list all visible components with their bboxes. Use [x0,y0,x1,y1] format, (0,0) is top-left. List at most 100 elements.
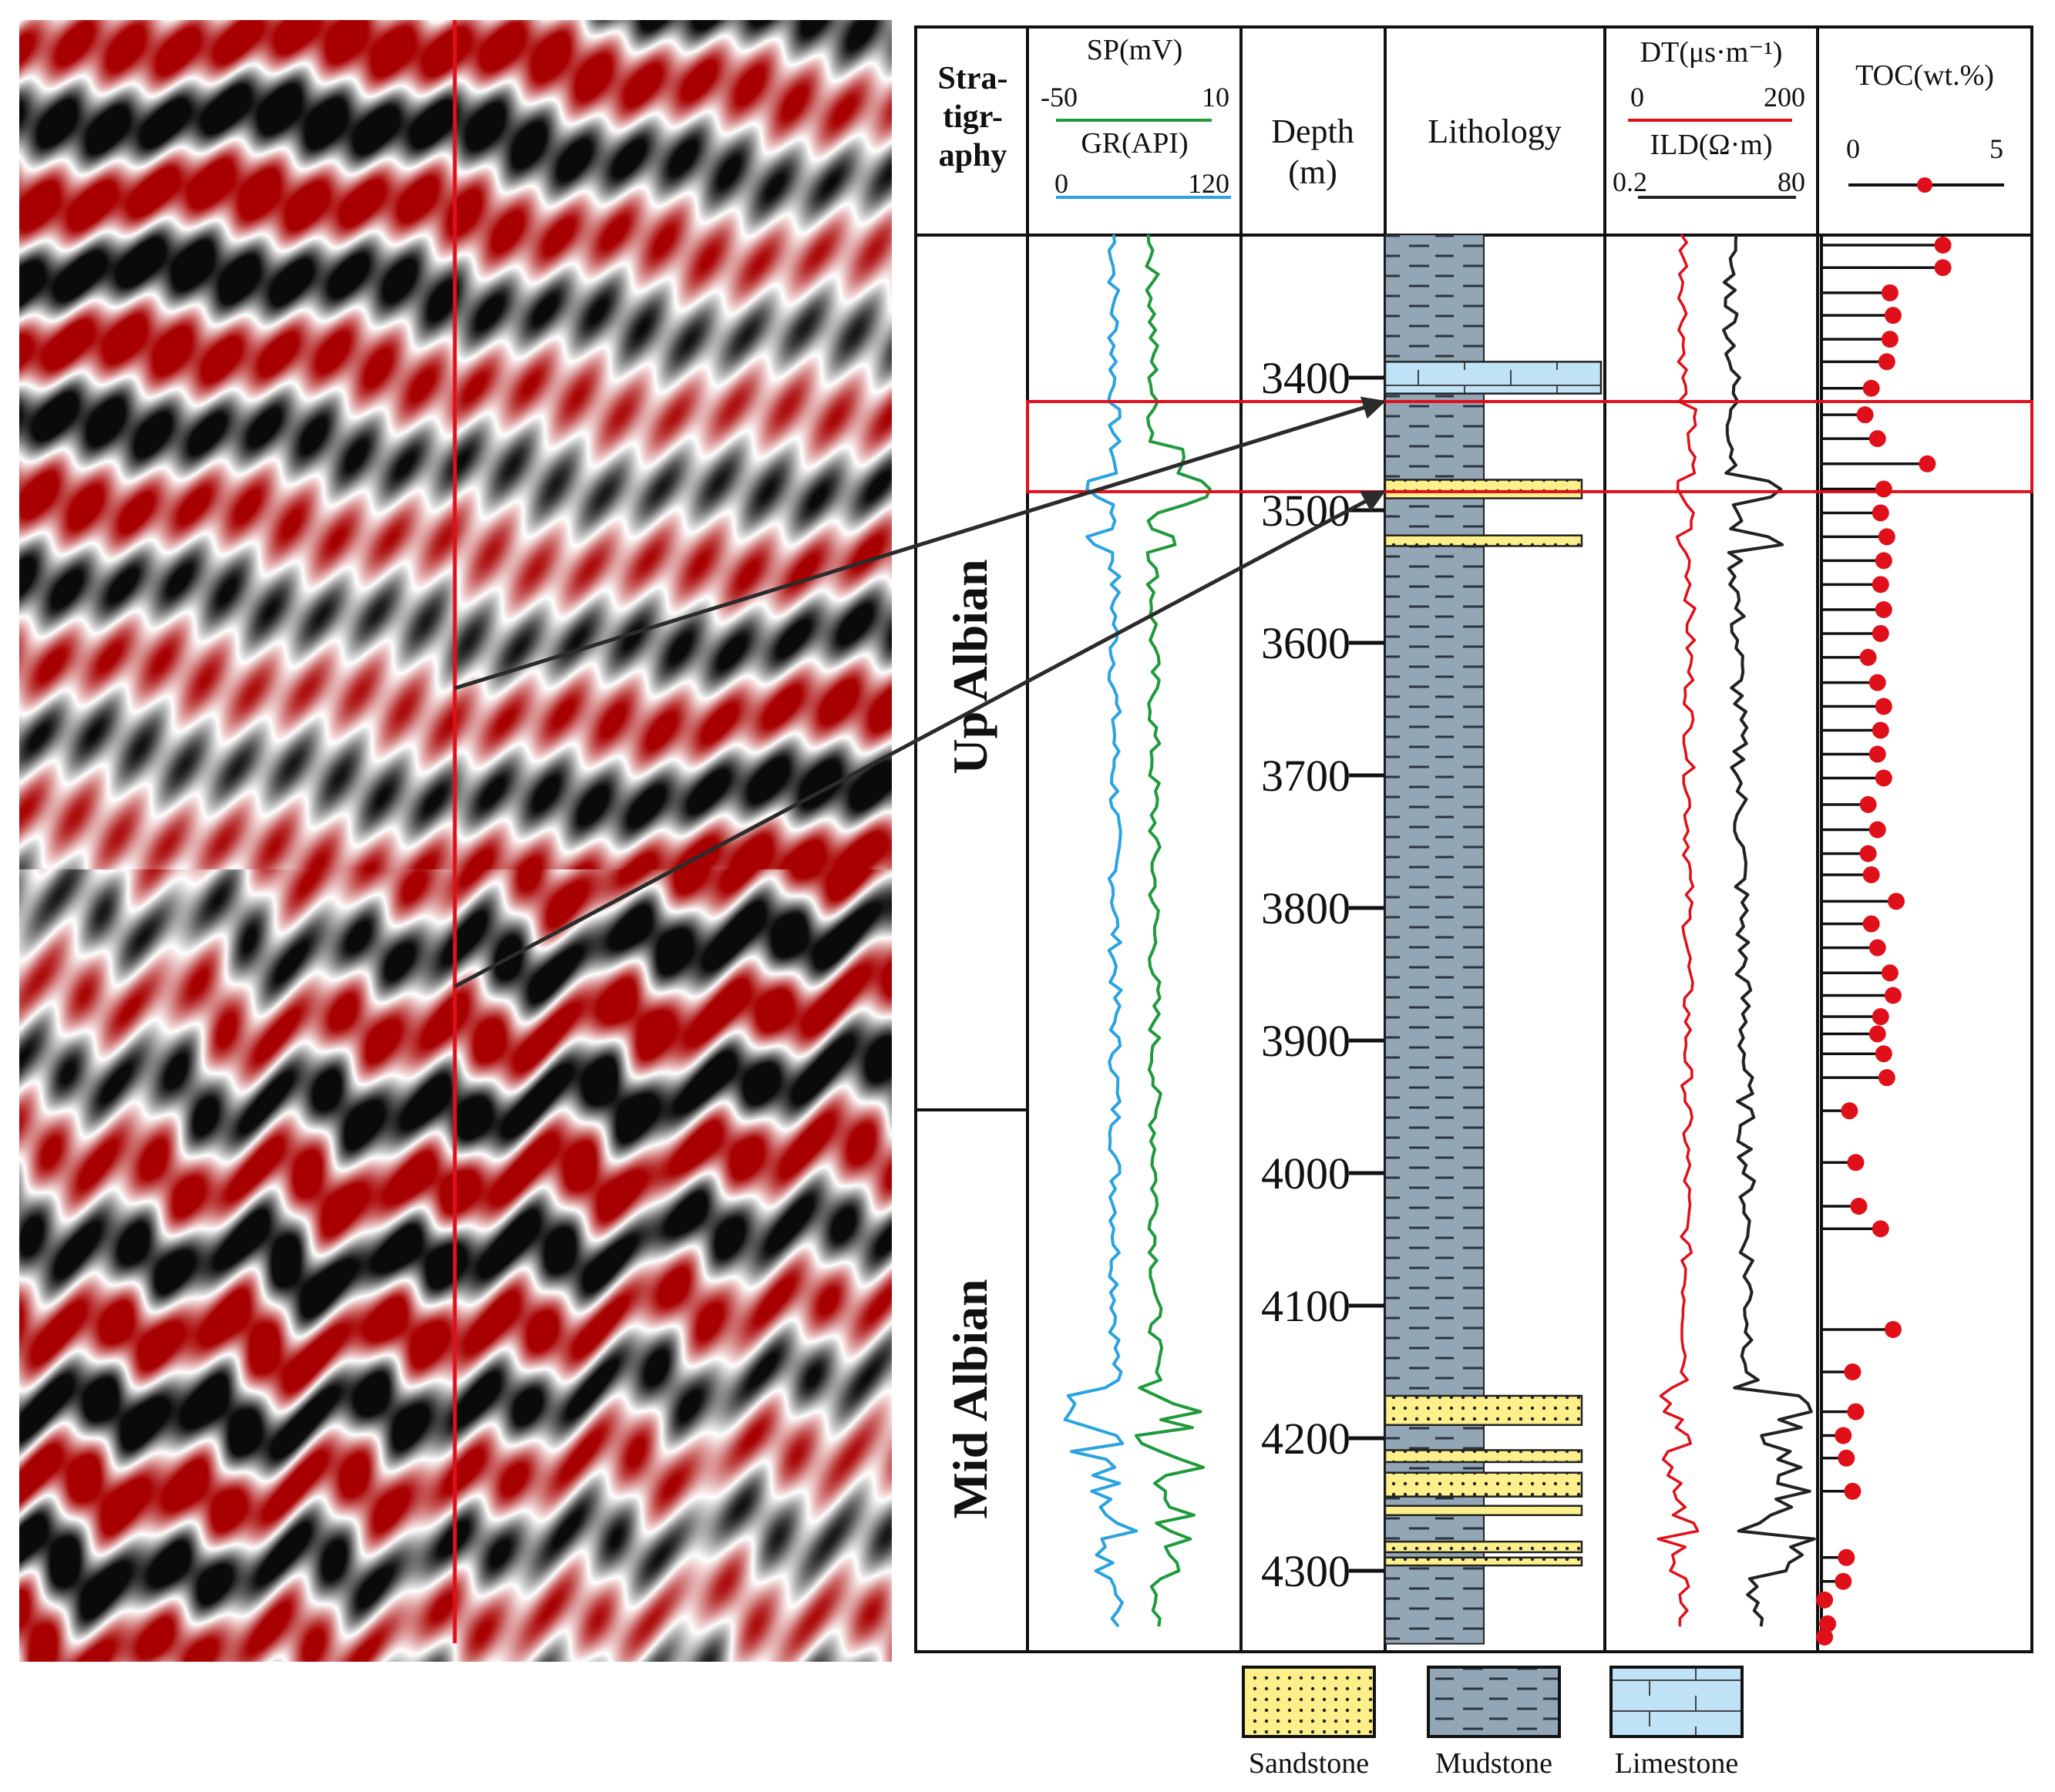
depth-tick-label: 3800 [1261,883,1350,933]
toc-sample [1821,866,1880,883]
depth-tick: 4000 [1261,1148,1385,1199]
legend-label-limestone: Limestone [1615,1747,1738,1780]
sp-scale-min: -50 [1041,82,1078,113]
ild-scale-max: 80 [1778,166,1805,197]
toc-sample [1821,353,1895,371]
dt-curve [1656,234,1700,1627]
depth-tick: 4300 [1261,1546,1385,1596]
lithology-mudstone-base [1384,234,1485,1645]
toc-sample [1821,1427,1852,1444]
legend-label-mudstone: Mudstone [1435,1747,1552,1780]
toc-sample [1821,674,1886,691]
ild-title: ILD(Ω·m) [1650,129,1772,161]
lithology-legend: Sandstone Mudstone Limestone [1242,1666,1744,1780]
toc-sample [1816,1629,1834,1646]
toc-sample [1821,987,1902,1004]
toc-sample [1821,1069,1895,1087]
lithology-bed-sandstone [1384,1449,1583,1464]
lithology-column [1384,234,1603,1645]
toc-sample [1821,237,1952,254]
toc-sample [1821,648,1877,666]
toc-sample [1821,1572,1852,1590]
toc-sample [1821,576,1889,593]
depth-tick-label: 3700 [1261,751,1350,801]
sp-scale-max: 10 [1202,82,1229,113]
ild-curve [1722,234,1816,1627]
legend-item-sandstone: Sandstone [1242,1666,1376,1780]
lithology-bed-sandstone [1384,1394,1583,1427]
dt-scale-min: 0 [1630,82,1644,113]
toc-sample [1821,939,1886,957]
legend-item-mudstone: Mudstone [1427,1666,1561,1780]
depth-tick: 3800 [1261,883,1385,933]
depth-tick: 3600 [1261,618,1385,668]
dt-ild-header: DT(μs·m⁻¹) 0 200 ILD(Ω·m) 0.2 80 [1613,36,1805,199]
toc-title: TOC(wt.%) [1855,59,1994,92]
toc-sample [1821,284,1899,301]
dt-scale-max: 200 [1764,82,1805,113]
depth-tick-label: 3600 [1261,618,1350,668]
toc-scale-marker [1917,177,1932,193]
toc-sample [1821,1025,1886,1043]
toc-sample [1821,1363,1862,1380]
lithology-bed-sandstone [1384,479,1583,499]
lithology-bed-sandstone [1384,534,1583,547]
depth-tick: 3700 [1261,751,1385,801]
toc-sample [1821,601,1892,618]
toc-sample [1821,1548,1855,1566]
depth-title: Depth [1271,113,1354,150]
toc-sample [1816,1591,1834,1609]
depth-tick-label: 4200 [1261,1414,1350,1464]
stratigraphy-column: Up Albian Mid Albian [916,559,1028,1519]
depth-tick-label: 4100 [1261,1281,1350,1331]
lithology-bed-limestone [1384,361,1603,395]
depth-tick-label: 3500 [1261,486,1350,536]
toc-track [1816,234,1952,1646]
toc-sample [1821,1008,1889,1026]
toc-sample [1821,1198,1868,1215]
stratigraphy-unit-up-albian: Up Albian [943,559,997,774]
toc-sample [1821,455,1936,472]
depth-tick-label: 4000 [1261,1148,1350,1199]
sp-curve [1134,234,1212,1627]
gr-scale-min: 0 [1054,168,1068,199]
toc-sample [1821,721,1889,739]
toc-sample [1821,504,1889,522]
toc-sample [1821,745,1886,763]
stratigraphy-header-line-2: tigr- [943,99,1003,135]
depth-tick: 4200 [1261,1414,1385,1464]
stratigraphy-header-line-1: Stra- [938,61,1008,96]
toc-sample [1821,624,1889,642]
toc-sample [1821,552,1892,570]
toc-sample [1821,845,1877,862]
depth-tick: 4100 [1261,1281,1385,1331]
toc-sample [1821,915,1880,933]
toc-sample [1821,430,1886,448]
toc-sample [1821,795,1877,813]
correlation-arrow-top [454,396,1386,691]
depth-tick: 3900 [1261,1016,1385,1066]
gr-title: GR(API) [1081,127,1188,160]
depth-tick: 3400 [1261,353,1385,403]
toc-sample [1821,1403,1865,1420]
depth-tick-label: 3400 [1261,353,1350,403]
sp-gr-header: SP(mV) -50 10 GR(API) 0 120 [1041,34,1231,199]
toc-sample [1821,406,1874,424]
ild-scale-min: 0.2 [1613,166,1647,197]
stratigraphy-header-line-3: aphy [939,138,1007,173]
gr-scale-max: 120 [1188,168,1229,199]
lithology-bed-sandstone [1384,1471,1583,1498]
toc-sample [1821,964,1899,982]
depth-axis: 3400 3500 3600 3700 3800 3900 4000 4100 … [1261,353,1385,1596]
stratigraphy-header: Stra- tigr- aphy [938,61,1008,173]
depth-tick-label: 3900 [1261,1016,1350,1066]
lithology-bed-sandstone [1384,1540,1583,1554]
toc-sample [1821,1220,1889,1238]
toc-sample [1821,528,1895,546]
lithology-bed-sandstone [1384,1505,1583,1517]
correlation-arrow-base [453,489,1386,989]
toc-sample [1821,1320,1902,1338]
toc-sample [1821,259,1952,277]
legend-item-limestone: Limestone [1609,1666,1744,1780]
